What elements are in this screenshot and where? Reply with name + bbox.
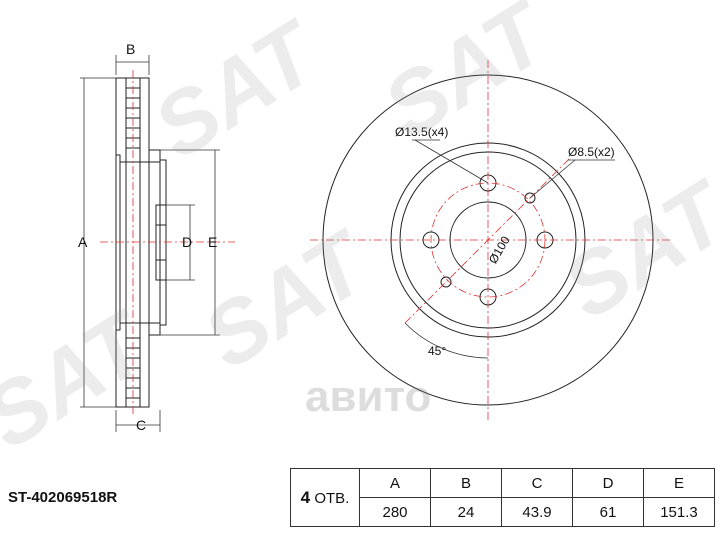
callout-bolt-holes: Ø13.5(x4)	[395, 125, 448, 139]
holes-cell: 4 ОТВ.	[290, 468, 360, 527]
pin-hole-2	[440, 276, 452, 288]
avito-overlay: авито	[305, 372, 432, 421]
pin-hole-1	[524, 192, 536, 204]
spec-table: 4 ОТВ. A B C D E 280 24 43.9 61 151.3	[290, 468, 715, 527]
value-a: 280	[359, 497, 431, 527]
label-a: A	[78, 234, 88, 250]
label-e: E	[208, 234, 217, 250]
side-labels: B A C D E	[78, 41, 217, 433]
front-centerlines	[310, 60, 670, 420]
label-b: B	[126, 41, 135, 57]
header-d: D	[572, 468, 644, 498]
label-c: C	[136, 417, 146, 433]
holes-unit: ОТВ.	[314, 489, 350, 507]
header-b: B	[430, 468, 502, 498]
label-d: D	[182, 234, 192, 250]
side-dimensions	[80, 55, 220, 432]
holes-count: 4	[300, 487, 311, 507]
table-header-row: 4 ОТВ. A B C D E	[290, 468, 715, 527]
header-c: C	[501, 468, 573, 498]
value-d: 61	[572, 497, 644, 527]
callout-angle: 45°	[428, 344, 446, 358]
value-b: 24	[430, 497, 502, 527]
part-number: ST-402069518R	[8, 489, 118, 506]
side-centerline	[100, 70, 235, 415]
header-a: A	[359, 468, 431, 498]
value-c: 43.9	[501, 497, 573, 527]
front-leaders	[404, 139, 615, 359]
callout-pin-holes: Ø8.5(x2)	[568, 145, 615, 159]
side-view	[115, 77, 167, 408]
table-value-row: 280 24 43.9 61 151.3	[291, 497, 715, 527]
value-e: 151.3	[643, 497, 715, 527]
header-e: E	[643, 468, 715, 498]
